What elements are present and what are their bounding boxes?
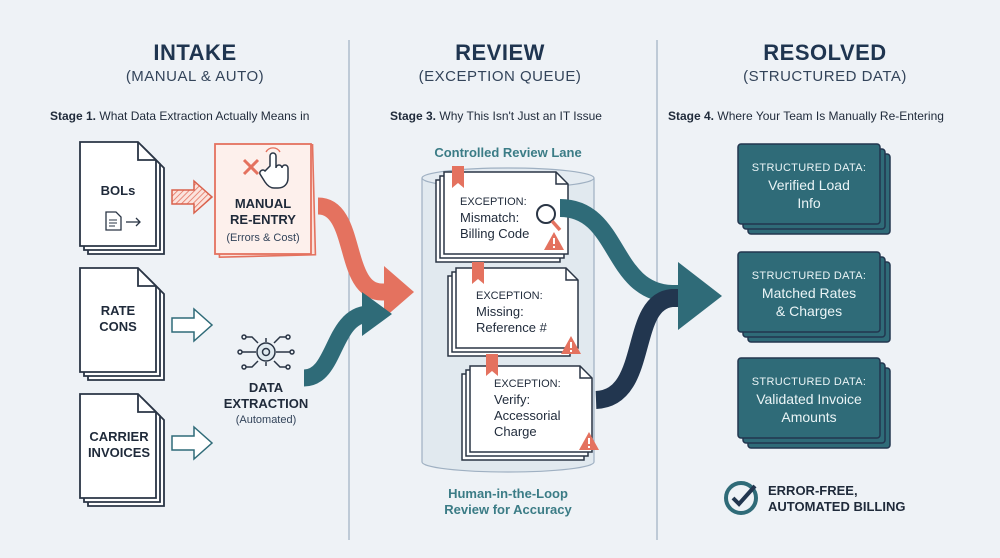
doc-label-line: INVOICES	[87, 445, 151, 460]
resolved-subtitle: (STRUCTURED DATA)	[743, 68, 907, 85]
review-title: REVIEW	[455, 40, 545, 65]
arrow-outline	[171, 307, 214, 343]
manual-reentry-box	[214, 143, 317, 259]
exception-card-2: EXCEPTION: Missing:Reference #	[476, 288, 547, 336]
exception-card-stack-3	[461, 354, 593, 461]
stage-text: Where Your Team Is Manually Re-Entering	[717, 109, 944, 123]
lane-footer-line: Review for Accuracy	[444, 502, 572, 517]
auto-flow-arrowhead	[362, 292, 392, 336]
manual-note: (Errors & Cost)	[226, 232, 300, 244]
arrow-outline	[171, 425, 214, 461]
resolved-title: RESOLVED	[763, 40, 887, 65]
hand-pointer-icon	[259, 147, 289, 189]
doc-label-line: BOLs	[100, 183, 136, 198]
manual-flow-arrow	[316, 197, 388, 301]
exception-head: EXCEPTION:	[460, 196, 527, 208]
close-icon	[242, 158, 260, 176]
card-line: Info	[797, 195, 821, 211]
final-line: ERROR-FREE,	[768, 483, 858, 498]
resolved-card-2: STRUCTURED DATA: Matched Rates & Charges	[738, 270, 880, 320]
resolved-card-stack-3	[737, 357, 891, 449]
intake-subtitle: (MANUAL & AUTO)	[125, 68, 265, 85]
card-line: & Charges	[775, 303, 843, 319]
resolved-card-stack-1	[737, 143, 891, 235]
magnifier-icon	[536, 204, 562, 232]
manual-line: RE-ENTRY	[230, 212, 296, 227]
warning-icon	[561, 336, 581, 354]
manual-flow-arrowhead	[384, 266, 414, 318]
final-line: AUTOMATED BILLING	[768, 499, 906, 514]
card-head: STRUCTURED DATA:	[751, 270, 867, 282]
stage-caption-4: Stage 4. Where Your Team Is Manually Re-…	[668, 109, 944, 123]
stage-text: Why This Isn't Just an IT Issue	[439, 109, 602, 123]
warning-icon	[579, 432, 599, 450]
gear-circuit-icon	[237, 334, 295, 370]
document-arrow-icon	[105, 211, 141, 231]
exception-card-1: EXCEPTION: Mismatch:Billing Code	[460, 194, 529, 242]
review-lane-title: Controlled Review Lane	[434, 145, 582, 160]
card-line: Matched Rates	[761, 285, 857, 301]
stage-caption-1: Stage 1. What Data Extraction Actually M…	[50, 109, 309, 123]
doc-label-line: CONS	[99, 319, 137, 334]
extraction-note: (Automated)	[235, 414, 297, 426]
stage-number: Stage 1.	[50, 109, 97, 123]
doc-stack-rate-cons	[79, 267, 165, 381]
doc-stack-carrier-invoices	[79, 393, 165, 507]
lane-footer-line: Human-in-the-Loop	[448, 486, 568, 501]
check-circle-icon	[724, 481, 758, 515]
exception-line: Reference #	[476, 320, 547, 335]
card-line: Verified Load	[768, 177, 850, 193]
exception-line: Missing:	[476, 304, 524, 319]
exception-line: Verify:	[494, 392, 531, 407]
exception-head: EXCEPTION:	[494, 378, 561, 390]
manual-line: MANUAL	[234, 196, 292, 211]
exception-line: Charge	[494, 424, 537, 439]
warning-icon	[544, 232, 564, 250]
stage-caption-3: Stage 3. Why This Isn't Just an IT Issue	[390, 109, 602, 123]
final-outcome-label: ERROR-FREE,AUTOMATED BILLING	[768, 483, 905, 515]
exception-line: Billing Code	[460, 226, 530, 241]
extraction-line: EXTRACTION	[223, 396, 309, 411]
intake-title: INTAKE	[153, 40, 237, 65]
exception-line: Mismatch:	[460, 210, 520, 225]
stage-text: What Data Extraction Actually Means in	[99, 109, 310, 123]
exception-line: Accessorial	[494, 408, 561, 423]
doc-label-line: RATE	[100, 303, 136, 318]
stage-number: Stage 4.	[668, 109, 715, 123]
arrow-to-manual	[171, 179, 214, 215]
card-line: Validated Invoice	[756, 391, 862, 407]
navy-output-arrow	[594, 289, 684, 409]
exception-head: EXCEPTION:	[476, 290, 543, 302]
card-head: STRUCTURED DATA:	[751, 162, 867, 174]
review-subtitle: (EXCEPTION QUEUE)	[418, 68, 582, 85]
doc-label-bols: BOLs	[80, 183, 156, 199]
card-head: STRUCTURED DATA:	[751, 376, 867, 388]
auto-flow-arrow	[302, 305, 370, 387]
resolved-card-stack-2	[737, 251, 891, 343]
exception-card-stack-1	[435, 166, 569, 263]
stage-number: Stage 3.	[390, 109, 437, 123]
output-arrowhead	[678, 262, 722, 330]
doc-label-line: CARRIER	[89, 429, 149, 444]
card-line: Amounts	[781, 409, 837, 425]
extraction-line: DATA	[248, 380, 284, 395]
exception-card-stack-2	[447, 262, 579, 357]
